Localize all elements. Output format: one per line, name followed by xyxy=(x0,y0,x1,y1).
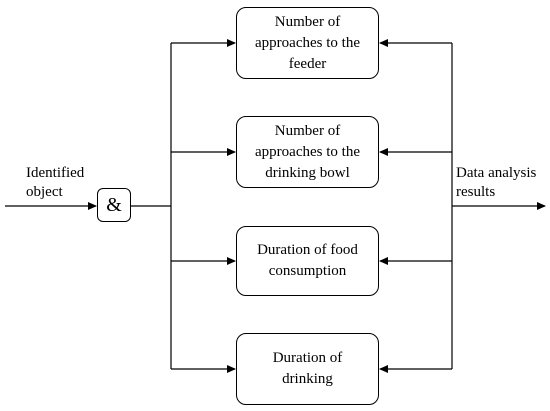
block-line: consumption xyxy=(268,263,347,279)
block-approaches-drinking-bowl: Number of approaches to the drinking bow… xyxy=(236,116,379,188)
input-label: Identified object xyxy=(26,164,84,202)
block-line: approaches to the xyxy=(255,143,360,160)
and-gate: & xyxy=(97,188,131,222)
block-line: drinking bowl xyxy=(265,164,350,181)
block-line: Number of xyxy=(274,122,341,139)
block-duration-drinking: Duration of drinking xyxy=(236,333,379,405)
block-line: Duration of food xyxy=(257,242,358,258)
block-line: approaches to the xyxy=(255,34,360,51)
output-label-line: Data analysis xyxy=(456,165,537,181)
and-symbol: & xyxy=(106,193,122,216)
block-approaches-feeder: Number of approaches to the feeder xyxy=(236,7,379,79)
block-line: drinking xyxy=(282,371,333,387)
block-line: Duration of xyxy=(272,350,343,366)
block-duration-food: Duration of food consumption xyxy=(236,226,379,296)
block-line: Number of xyxy=(274,13,341,30)
input-label-line: object xyxy=(26,184,63,200)
input-label-line: Identified xyxy=(26,165,85,181)
output-label-line: results xyxy=(456,184,496,200)
output-label: Data analysis results xyxy=(456,164,536,202)
block-line: feeder xyxy=(288,55,327,72)
